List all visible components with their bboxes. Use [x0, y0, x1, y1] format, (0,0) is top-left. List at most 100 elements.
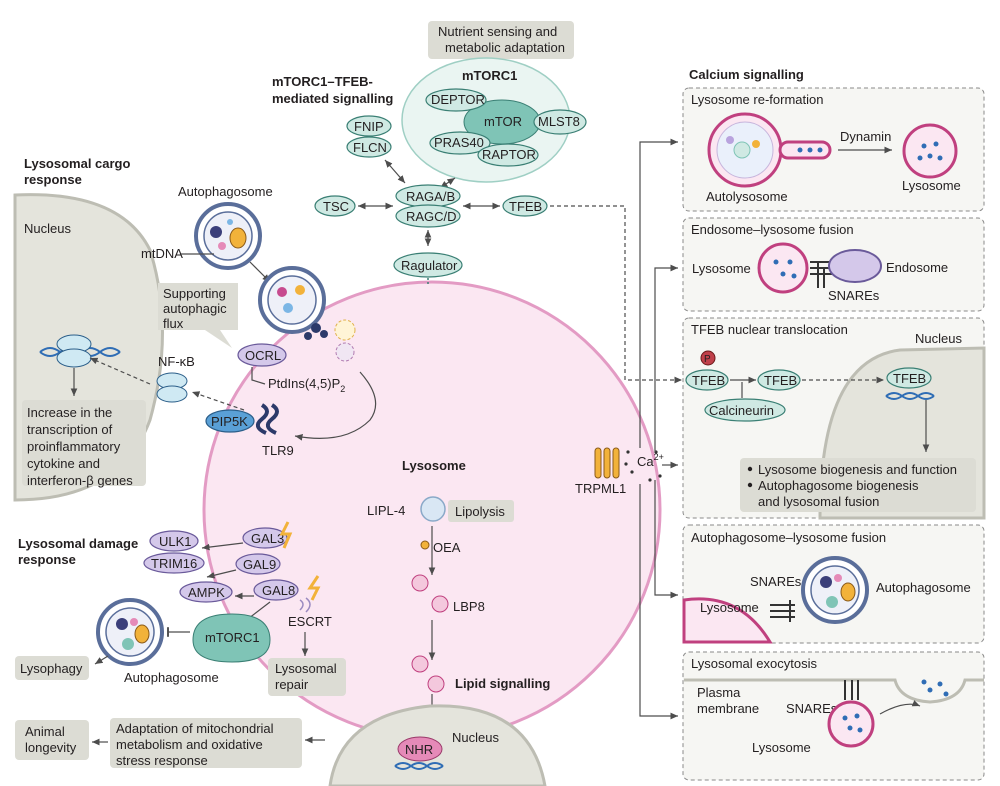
- mtor-label: mTOR: [484, 114, 522, 129]
- supporting-line-3: flux: [163, 316, 184, 331]
- mtdna-label: mtDNA: [141, 246, 183, 261]
- tfeb-bullet-1: Lysosome biogenesis and function: [758, 462, 957, 477]
- cargo-dna-icon: [39, 334, 121, 368]
- deptor-label: DEPTOR: [431, 92, 485, 107]
- mlst8-pill: [533, 109, 587, 135]
- longevity-line-1: Animal: [25, 724, 65, 739]
- tfeb-bullet-2b: and lysosomal fusion: [758, 494, 879, 509]
- auto-fusion-snares-label: SNAREs: [750, 574, 802, 589]
- cargo-autophagosome: [194, 202, 262, 270]
- exocytosis-lysosome-label: Lysosome: [752, 740, 811, 755]
- dynamin-label: Dynamin: [840, 129, 891, 144]
- flcn-label: FLCN: [353, 140, 387, 155]
- increase-line-3: proinflammatory: [27, 439, 121, 454]
- mtorc1-damage-shape: [192, 613, 271, 663]
- increase-line-4: cytokine and: [27, 456, 100, 471]
- pras40-pill: [429, 131, 491, 155]
- lipolysis-label: Lipolysis: [455, 504, 505, 519]
- fnip-pill: [346, 115, 392, 137]
- fnip-label: FNIP: [354, 119, 384, 134]
- tsc-pill: [314, 195, 356, 217]
- nfkb-label: NF-κB: [158, 354, 195, 369]
- nutrient-line-1: Nutrient sensing and: [438, 24, 557, 39]
- tfeb-bullet-2a: Autophagosome biogenesis: [758, 478, 919, 493]
- tlr9-receptor: [255, 403, 279, 435]
- panel-nucleus-label: Nucleus: [915, 331, 962, 346]
- reformation-title: Lysosome re-formation: [691, 92, 823, 107]
- ragcd-pill: [395, 204, 461, 228]
- increase-line-2: transcription of: [27, 422, 113, 437]
- increase-box: [22, 400, 146, 486]
- longevity-line-2: longevity: [25, 740, 77, 755]
- gal3-label: GAL3: [251, 531, 284, 546]
- escrt-label: ESCRT: [288, 614, 332, 629]
- cargo-nucleus-label: Nucleus: [24, 221, 71, 236]
- calcium-heading: Calcium signalling: [689, 67, 804, 82]
- supporting-line-2: autophagic: [163, 301, 227, 316]
- pip2-label: PtdIns(4,5)P2: [268, 376, 345, 394]
- adaptation-line-2: metabolism and oxidative: [116, 737, 263, 752]
- pras40-label: PRAS40: [434, 135, 484, 150]
- increase-line-5: interferon-β genes: [27, 473, 133, 488]
- longevity-box: [15, 720, 89, 760]
- damage-lightning-2: [307, 575, 321, 601]
- deptor-pill: [425, 88, 487, 112]
- repair-line-2: repair: [275, 677, 309, 692]
- lipl4-label: LIPL-4: [367, 503, 405, 518]
- repair-line-1: Lysosomal: [275, 661, 337, 676]
- adaptation-line-1: Adaptation of mitochondrial: [116, 721, 274, 736]
- gal9-label: GAL9: [243, 557, 276, 572]
- endo-fusion-title: Endosome–lysosome fusion: [691, 222, 854, 237]
- nhr-label: NHR: [405, 742, 433, 757]
- auto-fusion-title: Autophagosome–lysosome fusion: [691, 530, 886, 545]
- damage-heading-2: response: [18, 552, 76, 567]
- tfeb-p-label: TFEB: [692, 373, 725, 388]
- tfeb-trans-title: TFEB nuclear translocation: [691, 322, 848, 337]
- mtorc1-damage-label: mTORC1: [205, 630, 260, 645]
- damage-autophagosome: [96, 598, 164, 666]
- ragulator-pill: [393, 252, 463, 278]
- nutrient-line-2: metabolic adaptation: [445, 40, 565, 55]
- tfeb-nuc-pill: [886, 367, 932, 389]
- nutrient-box: [428, 21, 574, 59]
- adaptation-box: [110, 718, 302, 768]
- cargo-heading-1: Lysosomal cargo: [24, 156, 131, 171]
- supporting-line-1: Supporting: [163, 286, 226, 301]
- tfeb-mid-pill: [757, 369, 801, 391]
- ampk-pill: [179, 581, 233, 603]
- fusing-autophagosome: [258, 266, 328, 340]
- calcineurin-pill: [704, 398, 786, 422]
- auto-fusion-autophagosome-label: Autophagosome: [876, 580, 971, 595]
- gal9-pill: [235, 553, 281, 575]
- tfeb-top-pill: [502, 195, 548, 217]
- endo-lysosome-label: Lysosome: [692, 261, 751, 276]
- damage-lightning-1: [279, 521, 293, 549]
- trim16-pill: [143, 552, 205, 574]
- reformation-lysosome-label: Lysosome: [902, 178, 961, 193]
- autolysosome-label: Autolysosome: [706, 189, 788, 204]
- lysosome-label: Lysosome: [402, 458, 466, 473]
- mtorc1-title: mTORC1: [462, 68, 517, 83]
- lbp8-label: LBP8: [453, 599, 485, 614]
- plasma-line-1: Plasma: [697, 685, 741, 700]
- gal8-label: GAL8: [262, 583, 295, 598]
- mtorc-tfeb-heading-1: mTORC1–TFEB-: [272, 74, 373, 89]
- repair-box: [268, 658, 346, 696]
- tfeb-outcomes-box: [740, 458, 976, 512]
- exocytosis-snares-label: SNAREs: [786, 701, 838, 716]
- raptor-pill: [477, 143, 539, 167]
- tlr9-label: TLR9: [262, 443, 294, 458]
- mlst8-label: MLST8: [538, 114, 580, 129]
- damage-autophagosome-label: Autophagosome: [124, 670, 219, 685]
- ragab-label: RAGA/B: [406, 189, 455, 204]
- trim16-label: TRIM16: [151, 556, 197, 571]
- ragcd-label: RAGC/D: [406, 209, 457, 224]
- nhr-protein: [397, 736, 443, 762]
- tfeb-top-label: TFEB: [509, 199, 542, 214]
- trpml1-label: TRPML1: [575, 481, 626, 496]
- increase-line-1: Increase in the: [27, 405, 112, 420]
- calcineurin-label: Calcineurin: [709, 403, 774, 418]
- lysophagy-label: Lysophagy: [20, 661, 83, 676]
- ulk1-pill: [149, 530, 199, 552]
- endo-snares-label: SNAREs: [828, 288, 880, 303]
